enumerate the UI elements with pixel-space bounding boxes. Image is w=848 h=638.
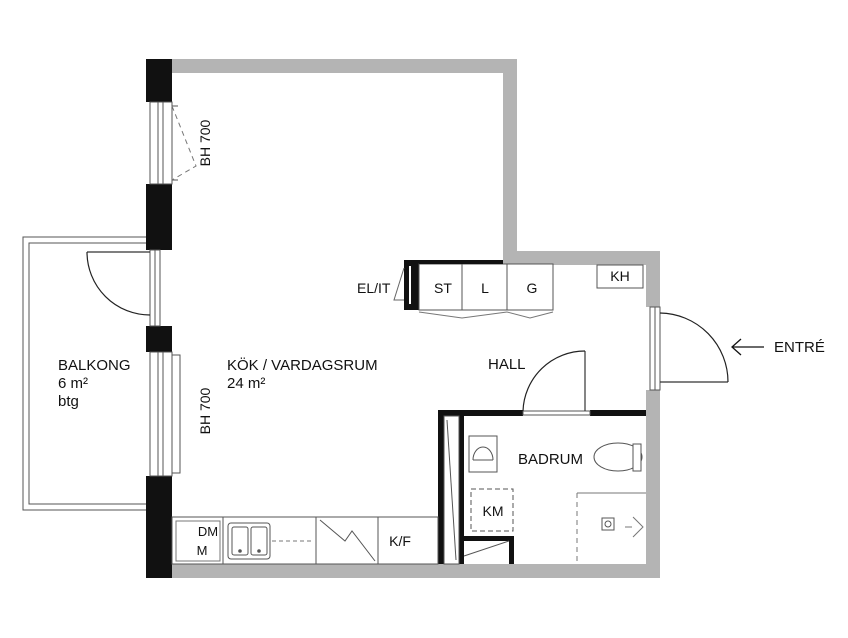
km-label: KM	[483, 503, 504, 519]
kf-label: K/F	[389, 533, 411, 549]
shower-area	[576, 492, 646, 564]
exterior-walls	[160, 59, 660, 578]
g-label: G	[527, 280, 538, 296]
coat-rack	[596, 264, 644, 289]
upper-window-label: BH 700	[197, 119, 213, 166]
left-facade	[146, 59, 172, 578]
elit-label: EL/IT	[357, 280, 391, 296]
kh-label: KH	[610, 268, 629, 284]
upper-window	[149, 101, 197, 185]
badrum-label: BADRUM	[518, 451, 583, 468]
bathroom-walls	[438, 410, 646, 565]
kok-label: KÖK / VARDAGSRUM	[227, 356, 378, 374]
entrance-door	[649, 306, 729, 391]
balkong-note: btg	[58, 393, 79, 410]
entrance-arrow-icon	[731, 338, 764, 356]
hall-label: HALL	[488, 356, 526, 373]
bathroom-sink	[468, 435, 498, 473]
stove	[319, 519, 376, 562]
bathroom-door	[522, 350, 591, 416]
washing-machine	[470, 488, 514, 532]
l-label: L	[481, 280, 489, 296]
balkong-label: BALKONG	[58, 357, 131, 374]
toilet	[593, 442, 643, 472]
balcony-door	[86, 249, 161, 327]
st-label: ST	[434, 280, 452, 296]
lower-window	[149, 351, 181, 477]
balcony	[22, 236, 148, 511]
dm-label: DM	[198, 524, 218, 539]
kok-area: 24 m²	[227, 375, 265, 392]
balkong-area: 6 m²	[58, 375, 88, 392]
lower-window-label: BH 700	[197, 387, 213, 434]
kitchen-counter	[171, 516, 439, 565]
kitchen-sink	[227, 522, 312, 560]
entrance-label: ENTRÉ	[774, 339, 825, 356]
kitchen-upper-unit	[393, 260, 554, 319]
m-label: M	[197, 543, 208, 558]
